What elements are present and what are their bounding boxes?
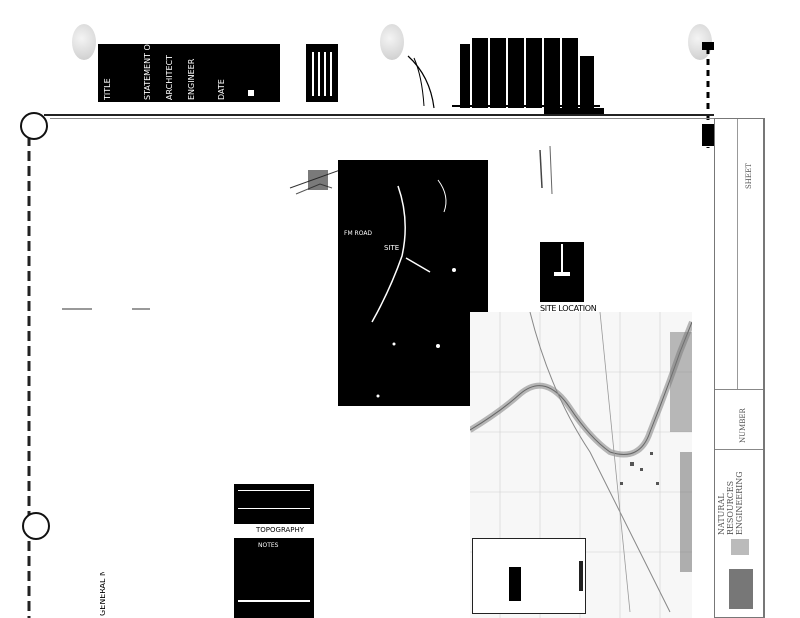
binding-hole-bottom — [22, 512, 50, 540]
sheet-border-right — [764, 118, 765, 618]
title-block-seal — [731, 539, 749, 555]
scale-bar — [702, 48, 716, 148]
inset-box — [472, 538, 586, 614]
site-label: SITE — [384, 244, 400, 252]
punch-hole-left — [72, 24, 96, 60]
binding-hole-top — [20, 112, 48, 140]
title-block-sheet-label: SHEET — [745, 163, 753, 189]
location-map: FM ROAD SITE — [338, 160, 488, 406]
title-block-logo — [729, 569, 753, 609]
north-arrow — [540, 242, 584, 302]
header-text-3: ARCHITECT — [165, 54, 174, 100]
legend-row-1: TOPOGRAPHY — [234, 524, 314, 538]
header-text-2: STATEMENT OF — [143, 39, 152, 100]
bottom-notes-strip: GENERAL NOTES AND SITE LOCATION MAP — [100, 572, 222, 616]
sheet-border-left — [27, 136, 31, 618]
sheet-border-top-inner — [50, 118, 714, 119]
road-label: FM ROAD — [344, 230, 373, 237]
punch-hole-center — [380, 24, 404, 60]
header-text-1: TITLE — [103, 78, 112, 100]
sheet-border-top — [44, 114, 714, 116]
header-text-5: DATE — [217, 79, 226, 100]
title-block: SHEET NUMBER NATURAL RESOURCES ENGINEERI… — [714, 118, 764, 618]
location-map-roads — [371, 179, 479, 398]
legend: TOPOGRAPHY NOTES — [234, 484, 314, 618]
header-block-title: TITLE STATEMENT OF ARCHITECT ENGINEER DA… — [98, 39, 280, 102]
dash-mark-1 — [62, 308, 92, 310]
title-block-title: NATURAL RESOURCES ENGINEERING — [717, 471, 744, 535]
legend-row-2: NOTES — [258, 542, 279, 549]
revision-table — [407, 38, 604, 116]
header-block-small — [306, 44, 338, 102]
site-location-caption: SITE LOCATION — [540, 304, 597, 313]
header-text-4: ENGINEER — [187, 58, 196, 100]
dash-mark-2 — [132, 308, 150, 310]
header-mark — [248, 90, 254, 96]
bottom-notes-text: GENERAL NOTES AND SITE LOCATION MAP — [100, 572, 222, 616]
inset-mark — [509, 567, 521, 601]
scale-bar-cap — [702, 42, 714, 50]
title-block-number-label: NUMBER — [739, 408, 747, 443]
